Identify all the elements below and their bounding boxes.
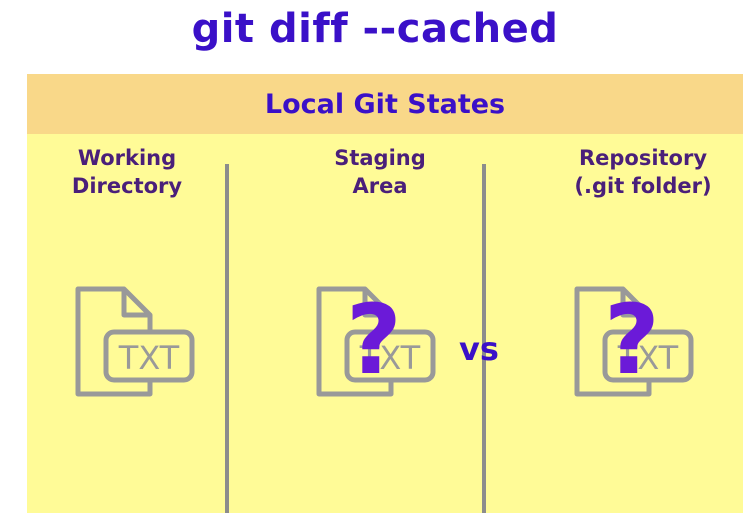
txt-file-icon: TXT [75, 286, 195, 397]
panel-header: Local Git States [27, 74, 743, 134]
staging-area-label-line2: Area [352, 174, 408, 198]
repository-label-line1: Repository [578, 146, 708, 170]
question-mark: ? [346, 284, 402, 396]
staging-area-label-line1: Staging [334, 146, 426, 170]
file-label: TXT [617, 339, 679, 377]
working-directory-label: Working Directory [47, 144, 207, 200]
column-divider-left [225, 164, 229, 513]
file-label: TXT [118, 339, 180, 377]
question-mark: ? [604, 284, 660, 396]
file-label: TXT [359, 339, 421, 377]
txt-file-icon: TXT [574, 286, 694, 397]
local-git-states-panel: Local Git States Working Directory TXT S… [27, 74, 743, 513]
working-directory-label-line2: Directory [71, 174, 183, 198]
repository-label-line2: (.git folder) [574, 174, 712, 198]
staging-area-label: Staging Area [300, 144, 460, 200]
slide-title: git diff --cached [191, 6, 559, 52]
column-divider-right [482, 164, 486, 513]
vs-label: vs [459, 330, 499, 368]
txt-file-icon: TXT [316, 286, 436, 397]
repository-label: Repository (.git folder) [545, 144, 741, 200]
working-directory-label-line1: Working [77, 146, 177, 170]
